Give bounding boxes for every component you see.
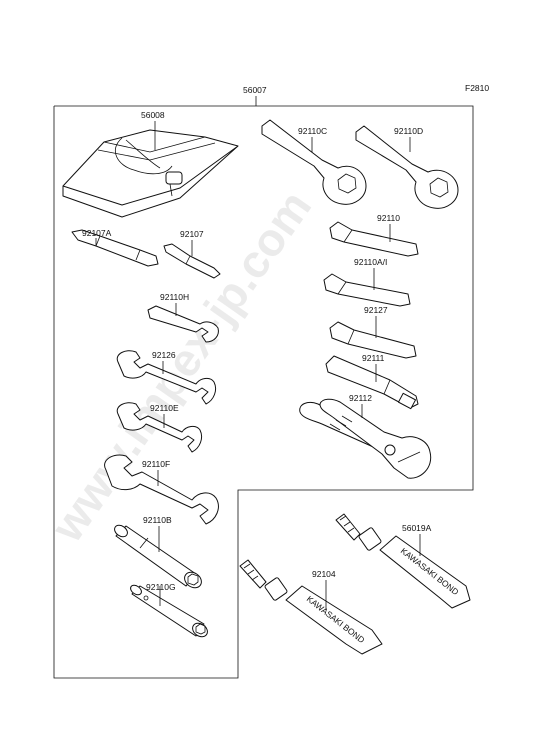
screwdriver-92107a xyxy=(71,229,159,267)
tool-bag-illustration xyxy=(62,129,239,218)
label-92110g: 92110G xyxy=(146,582,176,592)
box-wrench-92110c xyxy=(261,119,367,205)
label-92110f: 92110F xyxy=(142,459,170,469)
open-wrench-92126 xyxy=(116,350,217,405)
label-56007: 56007 xyxy=(243,85,267,95)
label-92107a: 92107A xyxy=(82,228,112,238)
label-92104: 92104 xyxy=(312,569,336,579)
label-92110h: 92110H xyxy=(160,292,189,302)
label-92107: 92107 xyxy=(180,229,204,239)
diagram-code: F2810 xyxy=(465,83,489,93)
hex-key-92110ai xyxy=(323,273,411,307)
open-wrench-92110h xyxy=(147,305,219,343)
box-spanner-92110b xyxy=(114,524,202,589)
label-92110ai: 92110A/I xyxy=(354,257,387,267)
label-92110c: 92110C xyxy=(298,126,327,136)
hex-key-92110 xyxy=(329,221,419,257)
label-56008: 56008 xyxy=(141,110,165,120)
hex-key-92127 xyxy=(329,321,417,359)
label-92110b: 92110B xyxy=(143,515,172,525)
label-92112: 92112 xyxy=(349,393,372,403)
label-92110d: 92110D xyxy=(394,126,423,136)
label-56019a: 56019A xyxy=(402,523,432,533)
label-92126: 92126 xyxy=(152,350,176,360)
bond-tube-92104: KAWASAKI BOND xyxy=(239,559,383,655)
pliers-92112 xyxy=(299,398,432,479)
screwdriver-92107 xyxy=(163,243,221,279)
label-92110: 92110 xyxy=(377,213,400,223)
box-spanner-92110g xyxy=(130,584,208,638)
label-92110e: 92110E xyxy=(150,403,179,413)
assembly-frame xyxy=(53,105,474,679)
open-wrench-92110e xyxy=(116,402,203,453)
open-wrench-92110f xyxy=(104,454,219,525)
label-92111: 92111 xyxy=(362,353,385,363)
box-wrench-92110d xyxy=(355,125,459,209)
screwdriver-handle-92111 xyxy=(325,355,419,410)
label-92127: 92127 xyxy=(364,305,388,315)
